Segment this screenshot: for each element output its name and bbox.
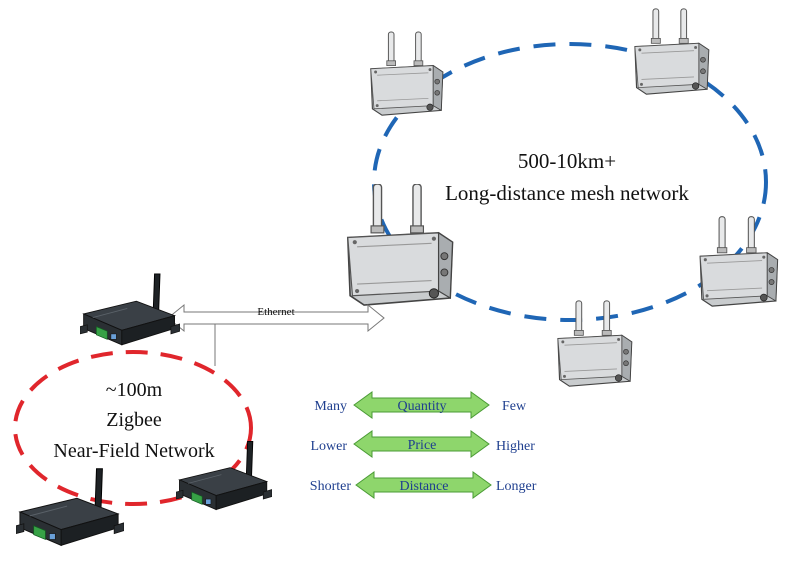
- comparison-quantity: Many Quantity Few: [314, 391, 527, 419]
- mesh-node-icon: [699, 216, 779, 307]
- zigbee-router-icon: [16, 468, 124, 546]
- zigbee-network-ring: [13, 350, 253, 506]
- comparison-left-label: Lower: [310, 439, 347, 454]
- mesh-node-icon: [346, 184, 454, 306]
- mesh-node-icon: [557, 300, 633, 387]
- zigbee-router-icon: [80, 273, 180, 346]
- comparison-left-label: Shorter: [310, 479, 352, 494]
- zigbee-network-name: Near-Field Network: [53, 440, 214, 462]
- comparison-arrow-label: Price: [408, 438, 437, 453]
- comparison-left-label: Many: [314, 399, 347, 414]
- mesh-node-icon: [634, 8, 710, 95]
- comparison-right-label: Few: [502, 399, 527, 414]
- mesh-node-icon: [370, 31, 444, 116]
- comparison-price: Lower Price Higher: [310, 430, 535, 458]
- mesh-network-name: Long-distance mesh network: [445, 181, 689, 205]
- zigbee-protocol-label: Zigbee: [106, 409, 162, 431]
- comparison-right-label: Longer: [496, 479, 537, 494]
- comparison-arrow-label: Distance: [400, 479, 449, 494]
- mesh-network-ring: [372, 42, 768, 322]
- ethernet-label: Ethernet: [257, 306, 294, 318]
- comparison-right-label: Higher: [496, 439, 535, 454]
- comparison-arrow-label: Quantity: [398, 399, 447, 414]
- ethernet-link: Ethernet: [167, 303, 385, 366]
- comparison-distance: Shorter Distance Longer: [310, 471, 537, 499]
- zigbee-range-label: ~100m: [106, 379, 163, 401]
- mesh-range-label: 500-10km+: [518, 149, 616, 173]
